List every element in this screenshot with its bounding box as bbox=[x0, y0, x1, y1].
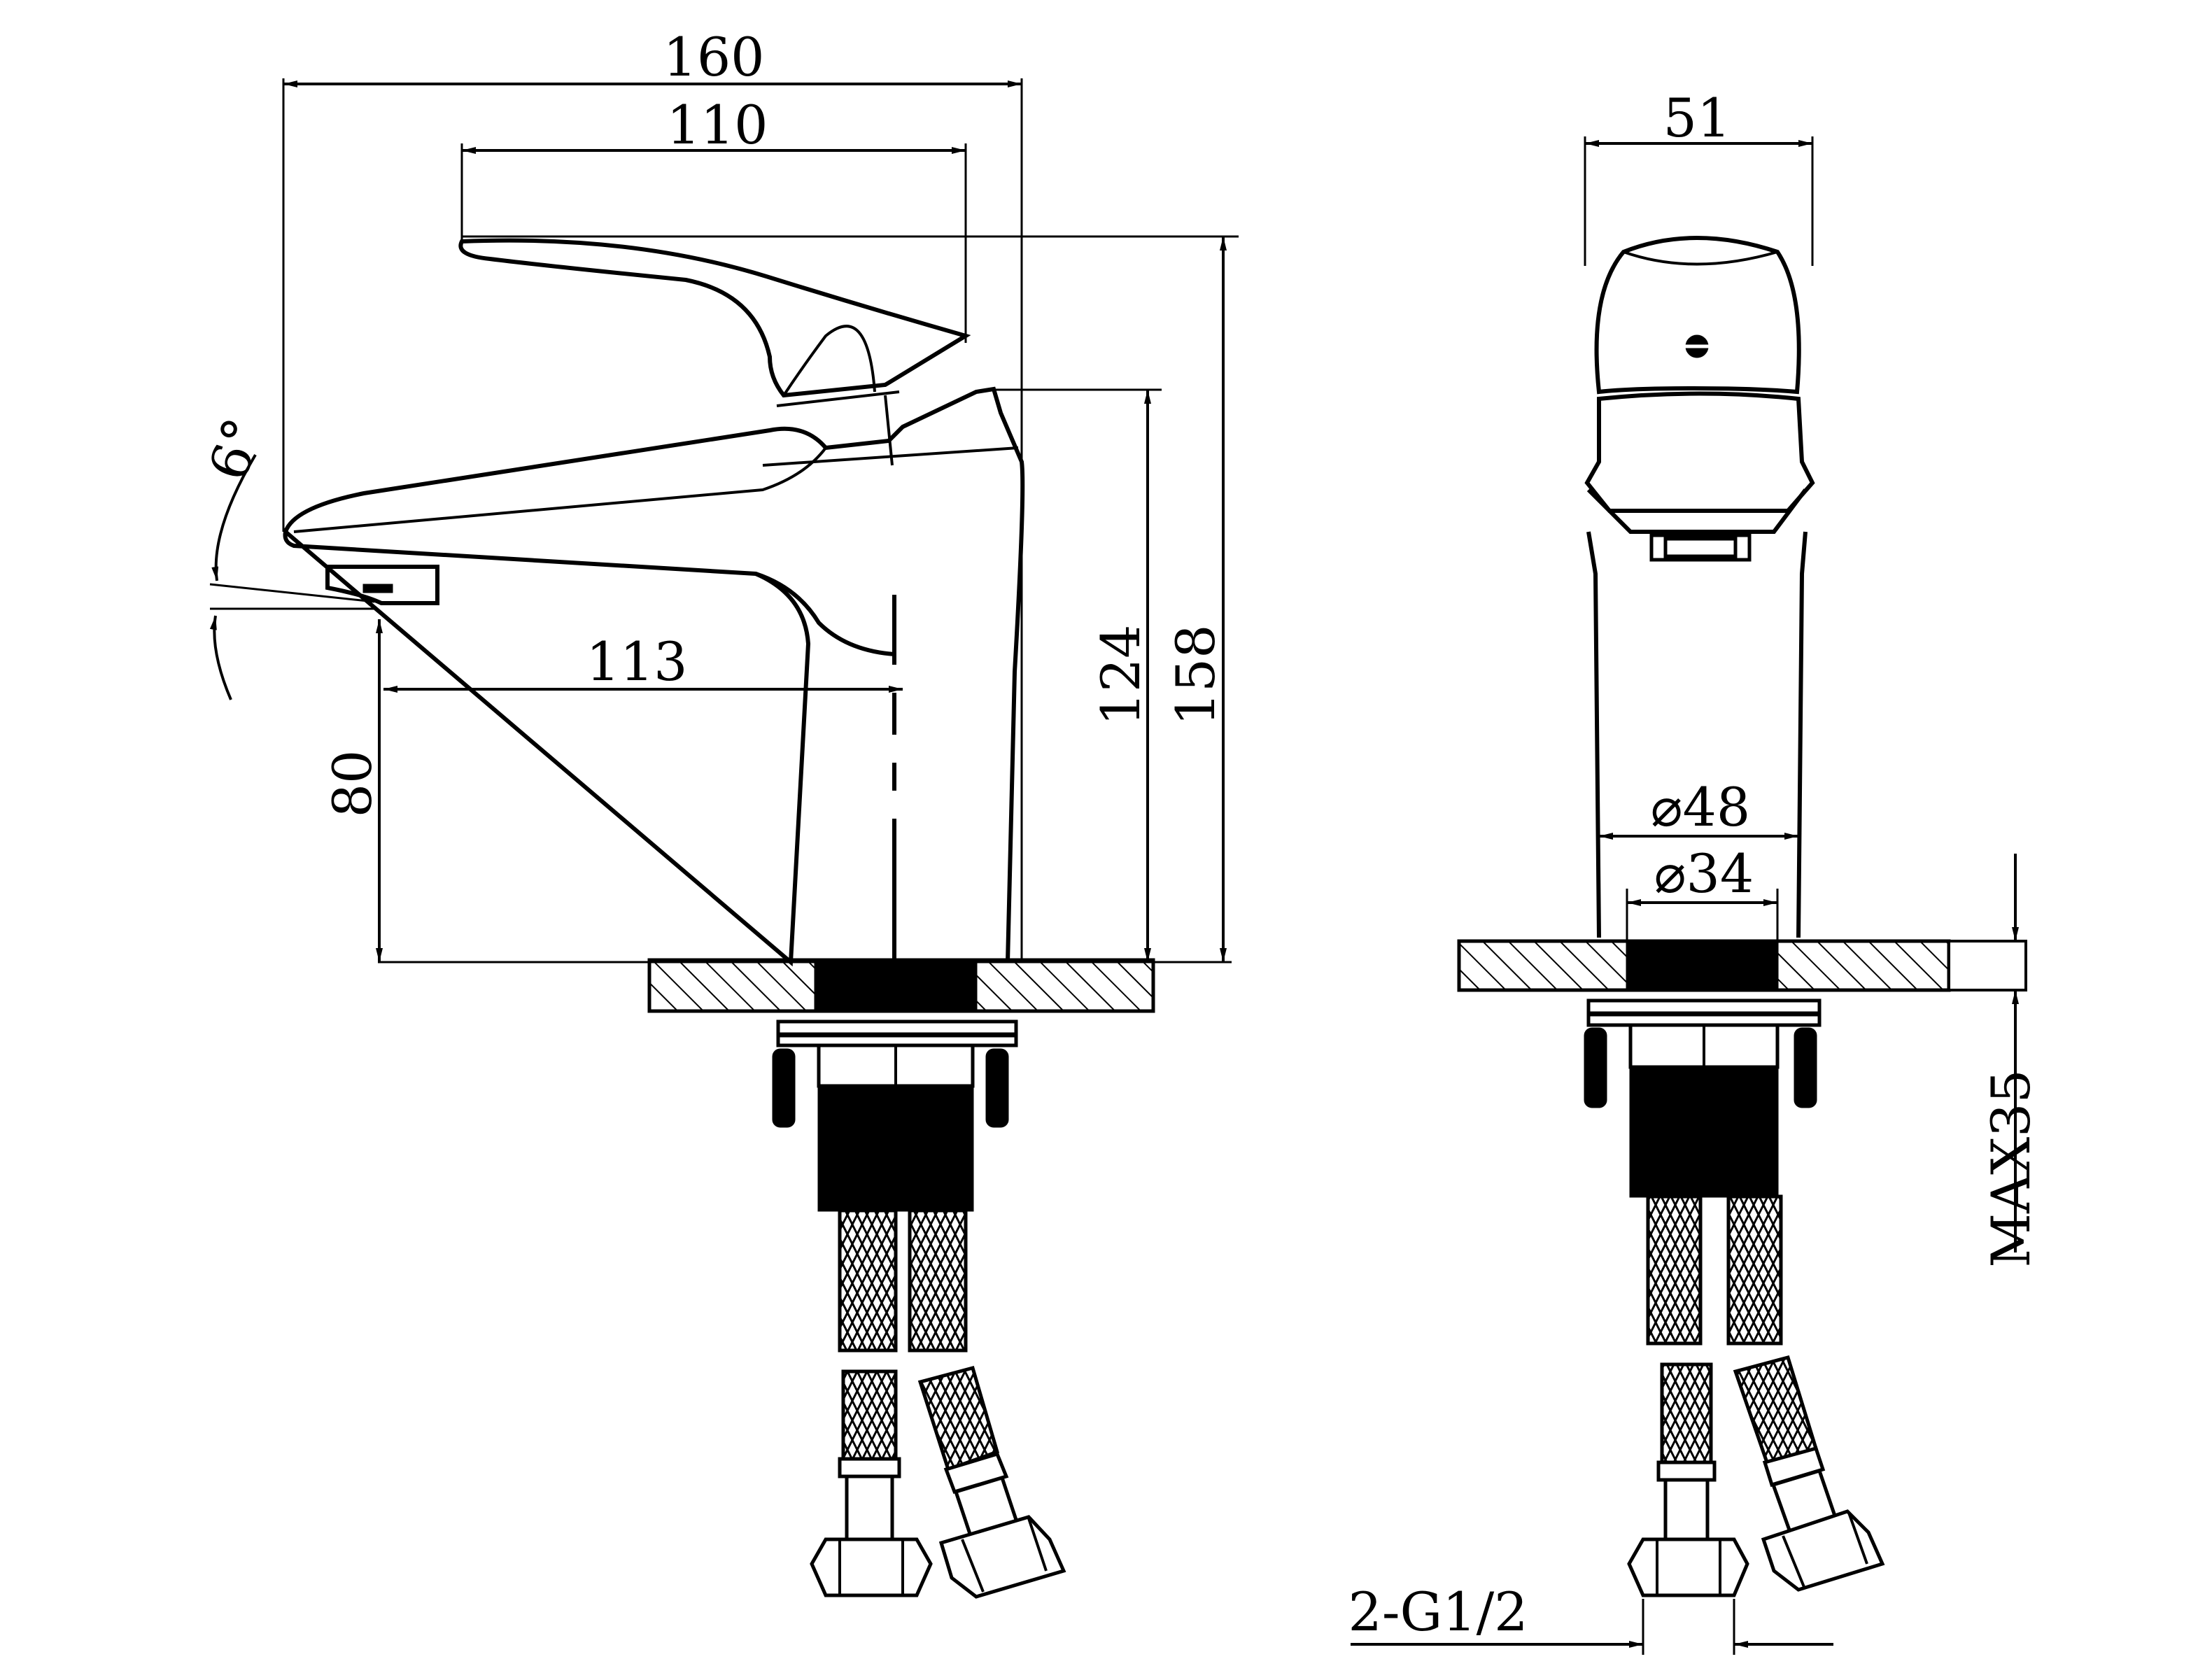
body-side bbox=[1796, 531, 1808, 938]
dim-connection: 2-G1/2 bbox=[1348, 1581, 1528, 1643]
front-view: 51 ⌀48 ⌀34 MAX35 bbox=[1348, 87, 2042, 1655]
flexible-hose bbox=[841, 1369, 898, 1461]
spout-inner-line bbox=[293, 446, 827, 533]
stud-bolt bbox=[1584, 1027, 1607, 1108]
stud-bolt bbox=[985, 1048, 1009, 1128]
dim-spout-height: 80 bbox=[321, 750, 383, 818]
dim-max-deck-thickness: MAX35 bbox=[1980, 1069, 2042, 1268]
side-view: 160 110 158 124 80 113 6° bbox=[197, 26, 1239, 1599]
dim-overall-length: 160 bbox=[663, 26, 764, 88]
stud-bolt bbox=[1794, 1027, 1817, 1108]
spout-inner-line bbox=[884, 395, 894, 466]
angle-arc bbox=[211, 453, 257, 581]
dim-total-height: 158 bbox=[1164, 624, 1227, 726]
ferrule bbox=[1656, 1460, 1717, 1482]
handle-inner-line bbox=[782, 325, 876, 397]
hex-nut bbox=[938, 1515, 1066, 1599]
ferrule bbox=[1663, 1478, 1710, 1541]
hex-nut bbox=[810, 1537, 933, 1597]
spout-curve bbox=[755, 572, 895, 656]
handle-cap bbox=[1594, 236, 1801, 395]
hex-nut-edge bbox=[1847, 1512, 1868, 1565]
flexible-hose bbox=[1660, 1362, 1713, 1464]
washer bbox=[776, 1019, 1018, 1036]
flexible-hose bbox=[838, 1208, 898, 1353]
flexible-hose bbox=[917, 1365, 1000, 1472]
stud-bolt bbox=[772, 1048, 796, 1128]
hex-nut bbox=[1627, 1537, 1749, 1597]
aerator-inner bbox=[1663, 537, 1738, 558]
dim-width: 51 bbox=[1663, 87, 1731, 149]
shank-section bbox=[814, 959, 978, 1012]
hex-nut-edge bbox=[1782, 1535, 1805, 1588]
ferrule bbox=[845, 1474, 894, 1541]
dim-tilt-angle: 6° bbox=[197, 411, 274, 488]
deck-plate-end bbox=[1947, 940, 2027, 991]
handle-lever bbox=[458, 238, 971, 398]
dim-base-diameter: ⌀48 bbox=[1651, 776, 1750, 838]
washer bbox=[1586, 998, 1822, 1015]
hex-nut bbox=[1761, 1509, 1885, 1592]
handle-cap-edge bbox=[1623, 250, 1778, 266]
dim-handle-length: 110 bbox=[666, 94, 768, 156]
threaded-shank bbox=[817, 1085, 974, 1212]
dim-body-height: 124 bbox=[1090, 624, 1152, 726]
ferrule bbox=[838, 1457, 901, 1478]
body-side bbox=[1586, 531, 1601, 938]
threaded-shank bbox=[1629, 1066, 1779, 1198]
hex-nut-edge bbox=[961, 1539, 985, 1593]
dim-spout-reach: 113 bbox=[586, 630, 687, 693]
angle-arc bbox=[209, 615, 232, 700]
hex-nut-edge bbox=[1027, 1518, 1048, 1572]
flexible-hose bbox=[1733, 1355, 1819, 1465]
ferrule bbox=[1762, 1446, 1826, 1488]
ferrule bbox=[943, 1451, 1009, 1495]
aerator-slot bbox=[362, 584, 393, 593]
flexible-hose bbox=[1646, 1194, 1703, 1346]
aerator bbox=[325, 565, 439, 605]
dim-shank-diameter: ⌀34 bbox=[1654, 842, 1754, 905]
handle-body bbox=[1584, 391, 1815, 513]
flexible-hose bbox=[1726, 1194, 1783, 1346]
shank-section bbox=[1626, 940, 1779, 991]
flexible-hose bbox=[908, 1208, 968, 1353]
angle-ref-line bbox=[209, 583, 375, 603]
handle-base-line bbox=[776, 390, 900, 407]
